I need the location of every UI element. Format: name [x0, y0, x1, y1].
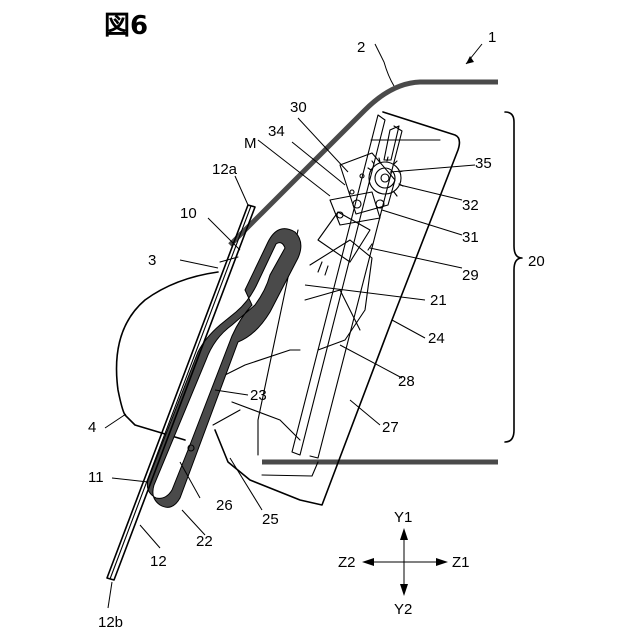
- guide-plate-edge: [305, 290, 360, 330]
- mechanism-bracket: [330, 192, 380, 225]
- label-10: 10: [180, 205, 197, 222]
- arrow-down-icon: [400, 584, 408, 596]
- label-M: M: [244, 135, 257, 152]
- label-20: 20: [528, 253, 545, 270]
- label-31: 31: [462, 229, 479, 246]
- label-4: 4: [88, 419, 96, 436]
- label-32: 32: [462, 197, 479, 214]
- gear-teeth: [368, 157, 403, 196]
- arrow-right-icon: [436, 558, 448, 566]
- label-34: 34: [268, 123, 285, 140]
- slide-rail-slot: [384, 126, 399, 160]
- bolt-1: [353, 200, 361, 208]
- label-29: 29: [462, 267, 479, 284]
- label-11: 11: [88, 469, 104, 486]
- label-25: 25: [262, 511, 279, 528]
- belt-loop: [147, 229, 301, 508]
- axis-y-down: Y2: [394, 601, 412, 618]
- label-28: 28: [398, 373, 415, 390]
- label-2: 2: [357, 39, 365, 56]
- axis-z-left: Z2: [338, 554, 356, 571]
- label-30: 30: [290, 99, 307, 116]
- label-24: 24: [428, 330, 445, 347]
- leader-lines: [105, 44, 482, 608]
- screw-2: [350, 190, 354, 194]
- label-26: 26: [216, 497, 233, 514]
- gear-hub: [375, 168, 395, 188]
- label-21: 21: [430, 292, 447, 309]
- ref-1-arrowhead: [466, 56, 474, 64]
- label-27: 27: [382, 419, 399, 436]
- arrow-left-icon: [362, 558, 374, 566]
- label-12a: 12a: [212, 161, 238, 178]
- axis-y-up: Y1: [394, 509, 412, 526]
- direction-indicator: Y1 Y2 Z2 Z1: [338, 509, 470, 618]
- brace-20: [505, 112, 522, 442]
- label-3: 3: [148, 252, 156, 269]
- label-23: 23: [250, 387, 267, 404]
- label-1: 1: [488, 29, 496, 46]
- axis-z-right: Z1: [452, 554, 470, 571]
- arrow-up-icon: [400, 528, 408, 540]
- bracket-inner-line-2: [213, 410, 240, 425]
- label-22: 22: [196, 533, 213, 550]
- motor-shaft: [318, 262, 328, 275]
- figure-title: 図6: [104, 11, 148, 41]
- label-12: 12: [150, 553, 167, 570]
- label-12b: 12b: [98, 614, 123, 631]
- label-35: 35: [475, 155, 492, 172]
- gear-axle: [381, 174, 389, 182]
- gear-wheel: [369, 162, 401, 194]
- lower-plate-edge: [232, 402, 300, 440]
